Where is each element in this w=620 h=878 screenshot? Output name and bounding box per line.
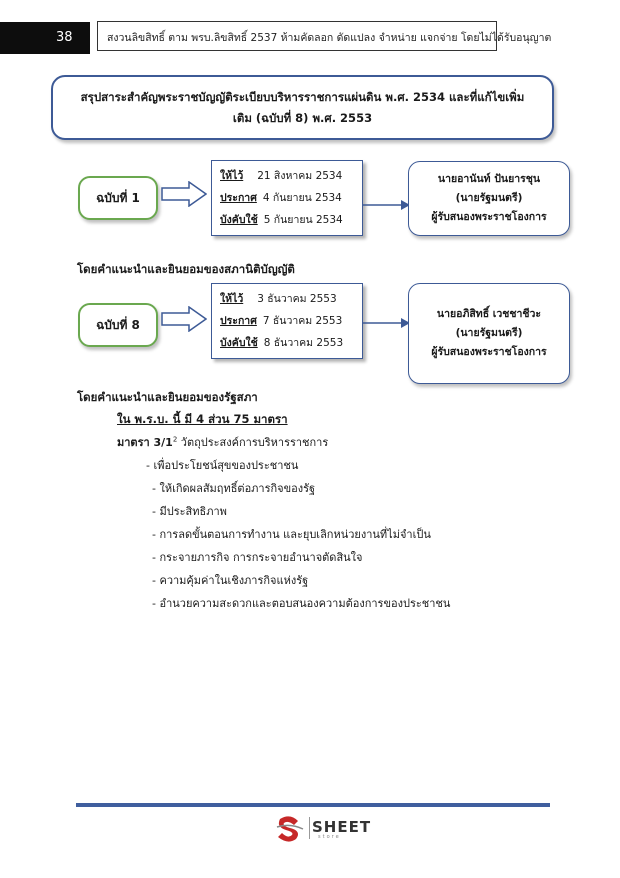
objectives-head: - เพื่อประโยชน์สุขของประชาชน	[146, 459, 299, 472]
edition-8-label: ฉบับที่ 8	[78, 303, 158, 347]
copyright-box	[97, 21, 497, 51]
logo-subtext: store	[318, 834, 341, 840]
title-box: สรุปสาระสำคัญพระราชบัญญัติระเบียบบริหารร…	[51, 75, 554, 140]
edition-8-date-enforced: บังคับใช้8 ธันวาคม 2553	[220, 337, 344, 349]
edition-8-connector-arrow-icon	[363, 318, 410, 328]
section-superscript: 2	[172, 435, 178, 444]
edition-8-date-given: ให้ไว้3 ธันวาคม 2553	[220, 293, 337, 305]
edition-1-signer-position: (นายรัฐมนตรี)	[455, 192, 523, 204]
document-title: สรุปสาระสำคัญพระราชบัญญัติระเบียบบริหารร…	[80, 89, 525, 125]
edition-1-connector-arrow-icon	[363, 200, 410, 210]
edition-8-signer-role: ผู้รับสนองพระราชโองการ	[431, 346, 547, 358]
edition-8-signer-box: นายอภิสิทธิ์ เวชชาชีวะ (นายรัฐมนตรี) ผู้…	[408, 283, 570, 384]
edition-8-signer-name: นายอภิสิทธิ์ เวชชาชีวะ	[436, 308, 542, 320]
objective-item: - ความคุ้มค่าในเชิงภารกิจแห่งรัฐ	[152, 574, 309, 587]
footer-rule	[76, 803, 550, 807]
page-number-box	[0, 22, 90, 54]
section-heading: มาตรา 3/12 วัตถุประสงค์การบริหารราชการ	[117, 433, 328, 451]
edition-8-arrow-icon	[161, 306, 207, 332]
section-label: มาตรา 3/1	[117, 436, 173, 449]
edition-1-label: ฉบับที่ 1	[78, 176, 158, 220]
sheet-store-logo-icon	[276, 816, 304, 842]
objective-item: - อำนวยความสะดวกและตอบสนองความต้องการของ…	[152, 597, 451, 610]
objective-item: - การลดขั้นตอนการทำงาน และยุบเลิกหน่วยงา…	[152, 528, 431, 541]
edition-1-arrow-icon	[161, 181, 207, 207]
section-title: วัตถุประสงค์การบริหารราชการ	[180, 436, 329, 449]
edition-1-date-enforced: บังคับใช้5 กันยายน 2534	[220, 214, 343, 226]
logo-wordmark: SHEET	[312, 818, 372, 836]
edition-1-signer-name: นายอานันท์ ปันยารชุน	[437, 173, 541, 185]
objective-item: - มีประสิทธิภาพ	[152, 505, 227, 518]
objective-item: - กระจายภารกิจ การกระจายอำนาจตัดสินใจ	[152, 551, 363, 564]
edition-1-signer-box: นายอานันท์ ปันยารชุน (นายรัฐมนตรี) ผู้รั…	[408, 161, 570, 236]
objective-item: - ให้เกิดผลสัมฤทธิ์ต่อภารกิจของรัฐ	[152, 482, 316, 495]
page-number: 38	[56, 30, 73, 45]
logo-divider	[309, 817, 310, 839]
act-structure-line: ใน พ.ร.บ. นี้ มี 4 ส่วน 75 มาตรา	[117, 412, 288, 426]
edition-1-signer-role: ผู้รับสนองพระราชโองการ	[431, 211, 547, 223]
edition-1-advice-note: โดยคำแนะนำและยินยอมของสภานิติบัญญัติ	[77, 262, 295, 276]
edition-1-date-given: ให้ไว้21 สิงหาคม 2534	[220, 170, 343, 182]
edition-8-signer-position: (นายรัฐมนตรี)	[455, 327, 523, 339]
copyright-notice: สงวนลิขสิทธิ์ ตาม พรบ.ลิขสิทธิ์ 2537 ห้า…	[107, 32, 552, 44]
edition-8-advice-note: โดยคำแนะนำและยินยอมของรัฐสภา	[77, 390, 258, 404]
